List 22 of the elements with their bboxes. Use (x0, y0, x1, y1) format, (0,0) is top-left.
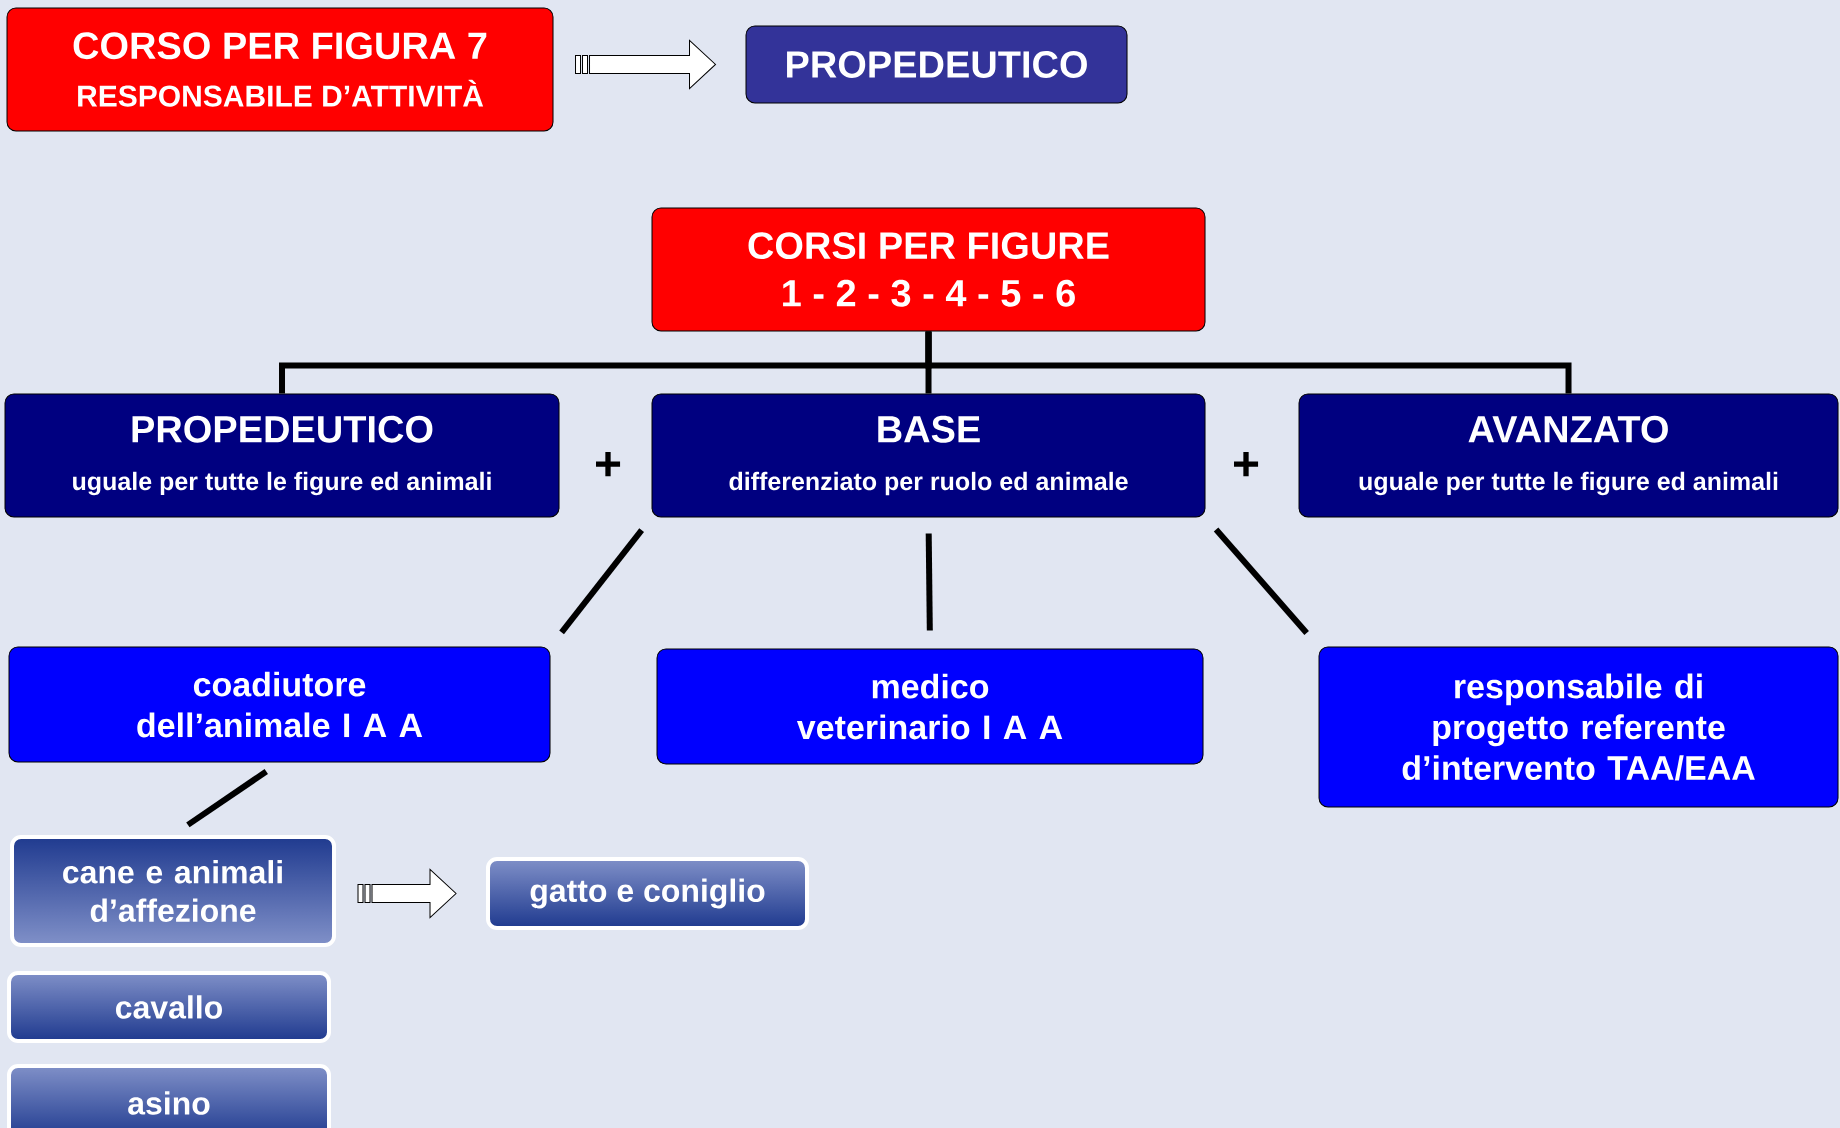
plus-sign: + (596, 451, 621, 477)
course-box: PROPEDEUTICO uguale per tutte le figure ed animali (4, 393, 560, 518)
role-box: coadiutore dell’animale I A A (8, 646, 551, 763)
role-box: medico veterinario I A A (656, 648, 1204, 765)
connector-line (559, 528, 644, 635)
title-box: CORSO PER FIGURA 7 RESPONSABILE D’ATTIVITÀ (6, 7, 554, 132)
animal-box: gatto e coniglio (486, 857, 809, 930)
block-arrow (357, 869, 457, 918)
course-box: BASE differenziato per ruolo ed animale (651, 393, 1206, 518)
block-arrow (575, 40, 716, 89)
connector-line (925, 331, 1572, 394)
animal-box: asino (7, 1064, 331, 1128)
animal-box: cavallo (7, 971, 331, 1043)
connector-line (186, 769, 268, 828)
plus-sign: + (1234, 451, 1259, 477)
connector-line (1213, 527, 1309, 635)
title-box: CORSI PER FIGURE 1 - 2 - 3 - 4 - 5 - 6 (651, 207, 1206, 332)
role-box: responsabile di progetto referente d’intervento TAA/EAA (1318, 646, 1839, 808)
connector-line (925, 533, 933, 631)
course-box: AVANZATO uguale per tutte le figure ed animali (1298, 393, 1839, 518)
course-box: PROPEDEUTICO (745, 25, 1128, 104)
animal-box: cane e animali d’affezione (10, 835, 336, 947)
